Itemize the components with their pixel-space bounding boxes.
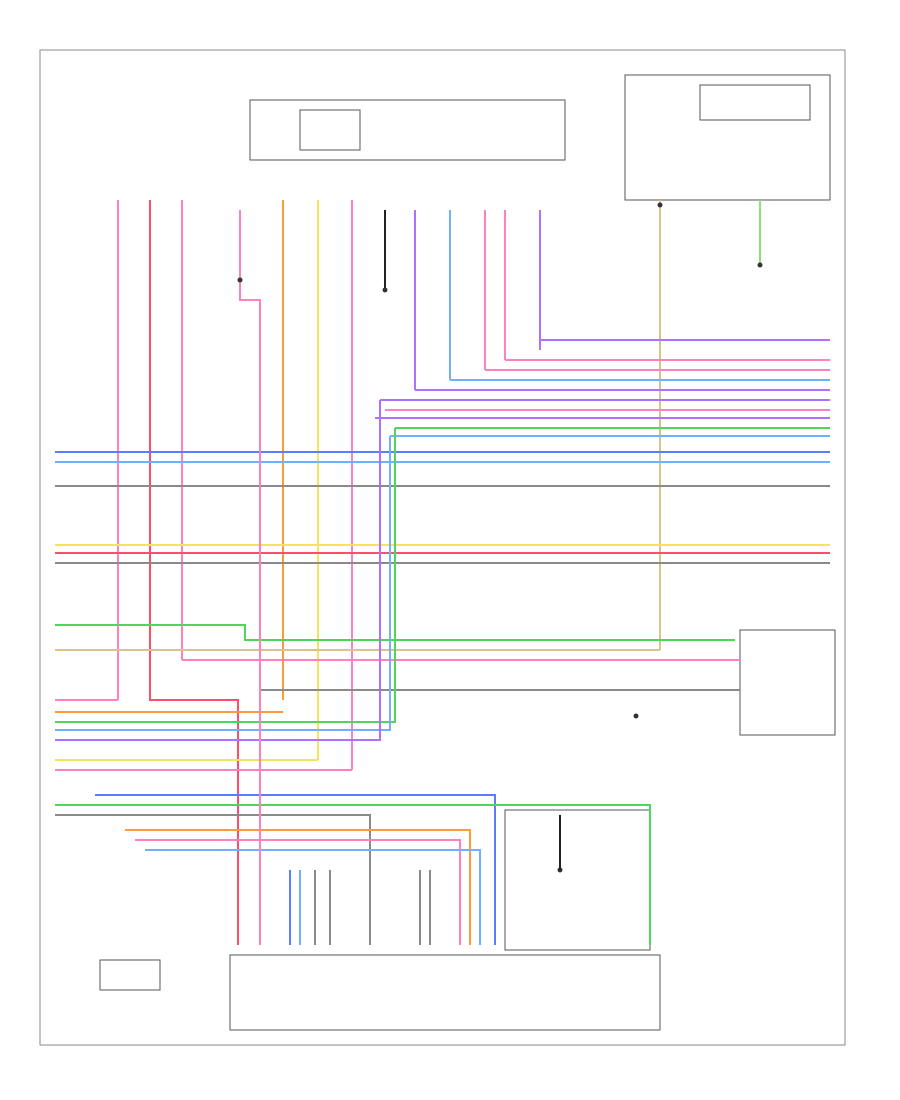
low-blue-2 [95, 794, 496, 945]
connector-pins [237, 202, 763, 873]
pin [657, 202, 663, 208]
harness-lines [55, 451, 830, 661]
pin [382, 287, 388, 293]
low-gray-2 [55, 814, 371, 945]
right-bus-wires [375, 339, 830, 437]
fuel-pressure-box [99, 959, 161, 991]
low-pink-3 [135, 839, 461, 945]
lower-bundle [55, 280, 740, 945]
bus-violet-a [539, 339, 830, 350]
pcm-box [229, 954, 661, 1031]
low-violet-2 [239, 280, 261, 945]
pin [633, 713, 639, 719]
low-orange-2 [125, 829, 471, 945]
cluster-module-box [699, 84, 811, 121]
harness-green-2 [55, 624, 735, 641]
pcm-sub-box [504, 809, 651, 951]
pcm-pin-stubs [289, 815, 561, 945]
low-blue-1 [55, 436, 391, 731]
fuse-block-box [249, 99, 566, 161]
right-module-box [739, 629, 836, 736]
top-feed-wires [117, 200, 761, 770]
pin [237, 277, 243, 283]
instrument-cluster-box [624, 74, 831, 201]
low-red-1 [149, 690, 239, 945]
low-green-1 [55, 428, 396, 723]
low-violet-1 [55, 400, 381, 741]
low-green-2 [55, 804, 651, 945]
low-blue-3 [145, 849, 481, 945]
diagram-frame [39, 49, 846, 1046]
pin [757, 262, 763, 268]
relay-box [299, 109, 361, 151]
